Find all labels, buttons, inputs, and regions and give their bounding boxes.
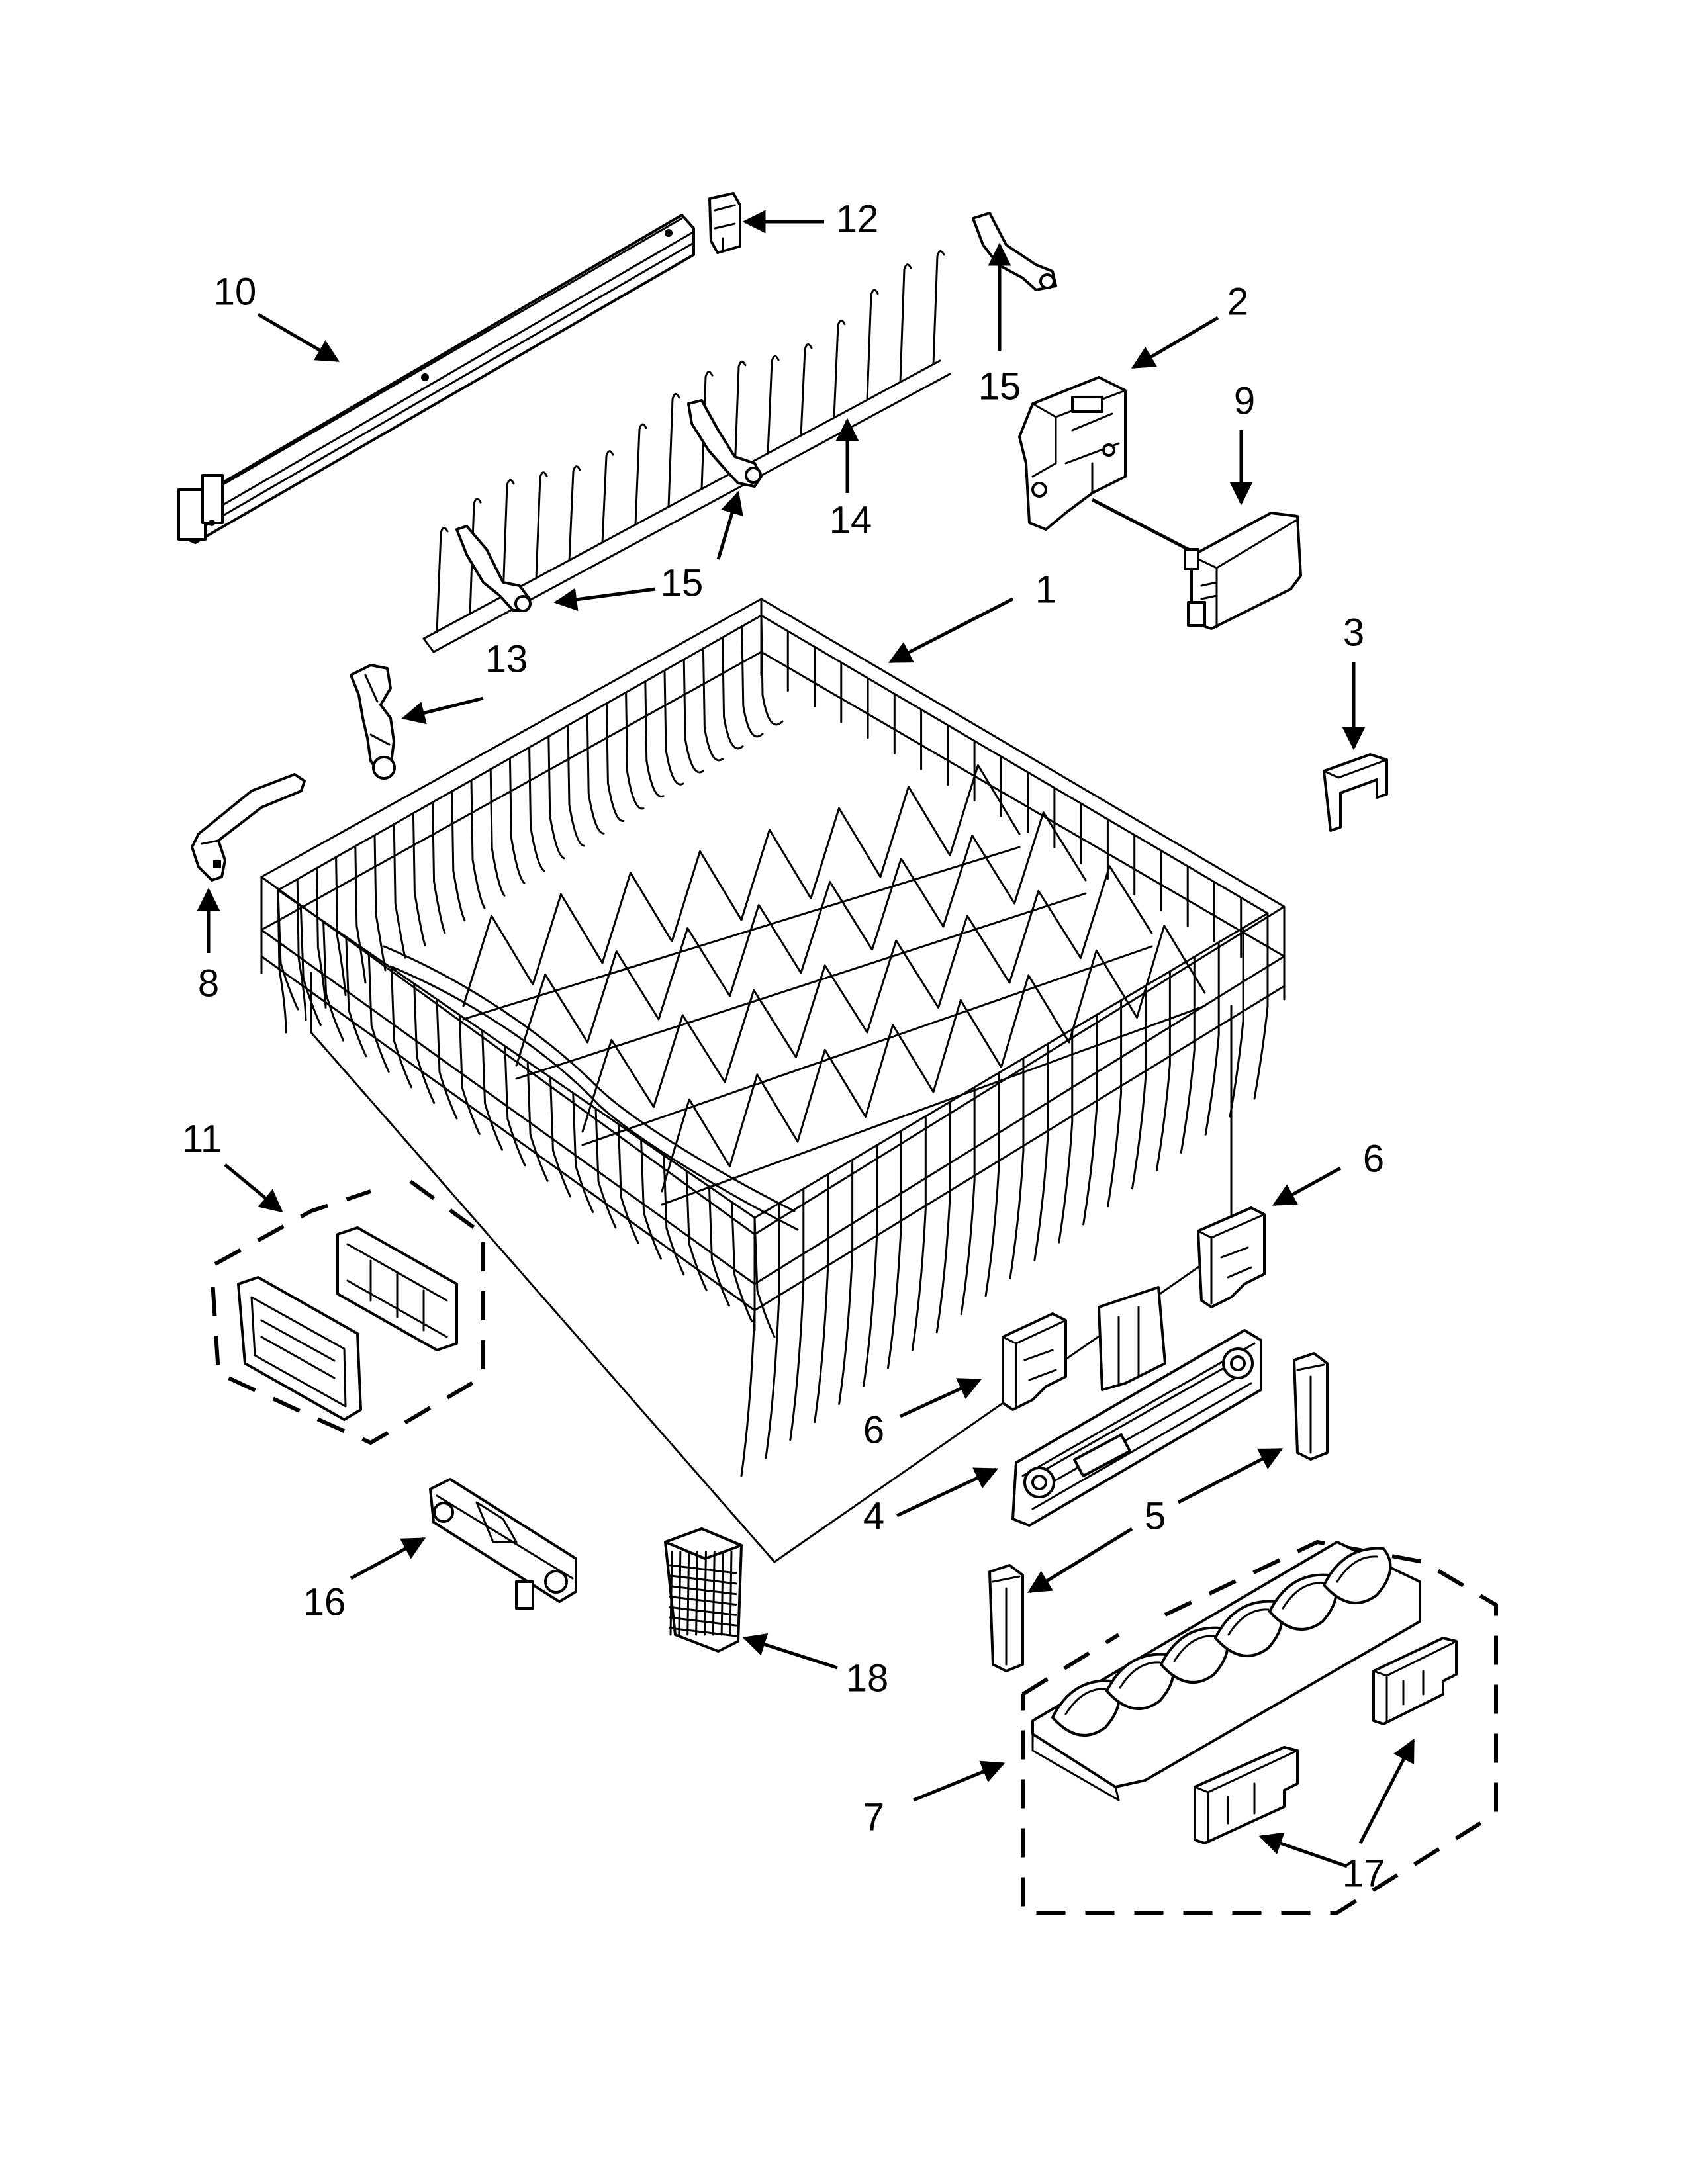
callout-16: 16 <box>303 1580 346 1623</box>
callout-15-top: 15 <box>978 365 1021 408</box>
callout-3: 3 <box>1343 611 1364 654</box>
callout-9: 9 <box>1234 379 1255 422</box>
part-3-clip <box>1323 753 1388 832</box>
leader-lines <box>197 210 1415 1868</box>
callout-labels: 1 2 3 4 5 6 6 7 8 9 10 11 12 13 14 15 15… <box>182 197 1385 1895</box>
callout-8: 8 <box>198 962 219 1005</box>
callout-12: 12 <box>836 197 879 240</box>
callout-18: 18 <box>846 1657 889 1700</box>
part-6-stop-lower <box>1002 1312 1067 1411</box>
callout-15-lower: 15 <box>661 561 704 604</box>
callout-1: 1 <box>1035 568 1056 611</box>
part-9-adjuster-housing <box>1184 512 1302 630</box>
part-11-handle-group <box>210 1179 485 1445</box>
callout-2: 2 <box>1227 280 1248 323</box>
part-5-post-left <box>988 1564 1024 1672</box>
part-10-rack-rail <box>177 214 695 544</box>
part-13-latch <box>350 664 396 780</box>
part-18-cutlery-basket <box>664 1527 743 1653</box>
part-8-lever <box>191 773 306 882</box>
part-15-tine-clip-top <box>972 212 1057 291</box>
callout-14: 14 <box>829 498 872 541</box>
part-12-clip <box>708 192 741 254</box>
part-17-clip-left <box>1194 1746 1299 1844</box>
callout-6-right: 6 <box>1363 1137 1384 1180</box>
part-5-post-right <box>1293 1352 1329 1461</box>
callout-7: 7 <box>863 1796 884 1839</box>
part-1-upper-rack <box>260 598 1286 1563</box>
part-15-tine-clip-lower <box>455 399 763 612</box>
callout-5: 5 <box>1145 1494 1166 1537</box>
part-2-bracket <box>1018 376 1127 531</box>
part-4-adjuster-assembly <box>1011 1286 1262 1527</box>
part-7-tray-group <box>1021 1539 1498 1915</box>
callout-4: 4 <box>863 1494 884 1537</box>
part-17-clip-right <box>1372 1637 1458 1725</box>
callout-11: 11 <box>182 1117 222 1160</box>
part-16-bracket <box>429 1478 577 1610</box>
callout-13: 13 <box>485 637 528 680</box>
callout-6-left: 6 <box>863 1408 884 1451</box>
callout-10: 10 <box>214 270 257 313</box>
part-6-stop-upper <box>1197 1206 1266 1308</box>
callout-17: 17 <box>1342 1852 1385 1895</box>
